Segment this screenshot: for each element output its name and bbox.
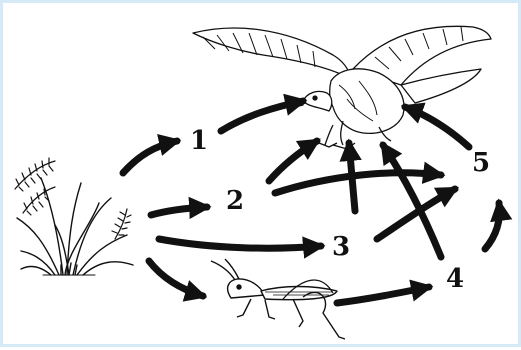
arrow-1-to-hawk	[221, 101, 303, 131]
arrow-plant-to-1	[123, 141, 177, 173]
arrow-2-to-hawk	[269, 141, 317, 181]
node-label-1: 1	[190, 126, 208, 156]
arrow-grasshopper-to-4	[337, 287, 429, 303]
arrow-5-to-hawk	[405, 107, 469, 147]
grasshopper	[211, 259, 345, 339]
arrow-4-to-5	[485, 203, 499, 249]
arrow-3-to-hawk	[349, 143, 355, 211]
arrow-2-to-5	[275, 173, 441, 193]
wheat-plant	[15, 158, 133, 275]
node-label-5: 5	[472, 148, 490, 178]
node-label-4: 4	[446, 264, 464, 294]
arrow-plant-to-grasshopper	[149, 261, 203, 296]
diagram-canvas: 1 2 3 4 5	[3, 3, 521, 350]
node-label-3: 3	[332, 232, 350, 262]
arrows	[123, 101, 499, 303]
arrow-plant-to-3	[159, 239, 321, 248]
node-label-2: 2	[226, 186, 244, 216]
arrow-plant-to-2	[151, 207, 207, 215]
